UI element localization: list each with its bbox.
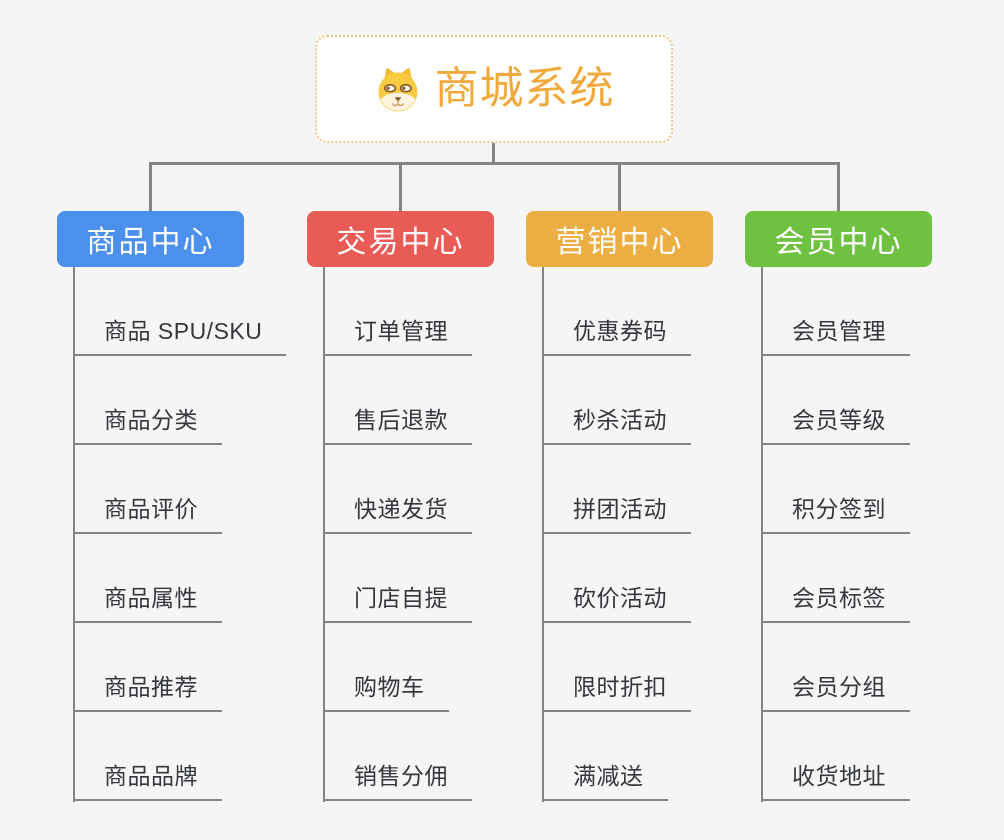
leaf-item[interactable]: 会员标签 (761, 584, 910, 623)
connector-trunk-branch-3 (542, 267, 544, 802)
leaf-item[interactable]: 砍价活动 (542, 584, 691, 623)
leaf-item[interactable]: 满减送 (542, 762, 668, 801)
leaf-item[interactable]: 商品评价 (73, 495, 222, 534)
leaf-item[interactable]: 商品品牌 (73, 762, 222, 801)
connector-trunk-branch-1 (73, 267, 75, 802)
connector-drop-branch-3 (618, 162, 621, 211)
leaf-item[interactable]: 门店自提 (323, 584, 472, 623)
leaf-item[interactable]: 商品分类 (73, 406, 222, 445)
root-node[interactable]: 商城系统 (315, 35, 673, 143)
leaf-item[interactable]: 拼团活动 (542, 495, 691, 534)
shiba-dog-icon (378, 68, 417, 112)
connector-trunk-branch-2 (323, 267, 325, 802)
branch-node-marketing-center[interactable]: 营销中心 (526, 211, 713, 267)
leaf-item[interactable]: 购物车 (323, 673, 449, 712)
branch-node-member-center[interactable]: 会员中心 (745, 211, 932, 267)
root-title: 商城系统 (434, 64, 615, 113)
branch-node-product-center[interactable]: 商品中心 (57, 211, 244, 267)
leaf-item[interactable]: 限时折扣 (542, 673, 691, 712)
connector-drop-branch-4 (837, 162, 840, 211)
leaf-item[interactable]: 优惠券码 (542, 317, 691, 356)
leaf-item[interactable]: 销售分佣 (323, 762, 472, 801)
leaf-item[interactable]: 会员等级 (761, 406, 910, 445)
leaf-item[interactable]: 积分签到 (761, 495, 910, 534)
connector-trunk-branch-4 (761, 267, 763, 802)
leaf-item[interactable]: 会员管理 (761, 317, 910, 356)
leaf-item[interactable]: 秒杀活动 (542, 406, 691, 445)
leaf-item[interactable]: 订单管理 (323, 317, 472, 356)
leaf-item[interactable]: 商品推荐 (73, 673, 222, 712)
connector-drop-branch-1 (149, 162, 152, 211)
connector-root-stub (492, 143, 495, 164)
leaf-item[interactable]: 售后退款 (323, 406, 472, 445)
connector-drop-branch-2 (399, 162, 402, 211)
branch-node-trade-center[interactable]: 交易中心 (307, 211, 494, 267)
connector-horizontal-bus (149, 162, 840, 165)
leaf-item[interactable]: 收货地址 (761, 762, 910, 801)
leaf-item[interactable]: 商品属性 (73, 584, 222, 623)
leaf-item[interactable]: 会员分组 (761, 673, 910, 712)
leaf-item[interactable]: 商品 SPU/SKU (73, 317, 287, 356)
leaf-item[interactable]: 快递发货 (323, 495, 472, 534)
